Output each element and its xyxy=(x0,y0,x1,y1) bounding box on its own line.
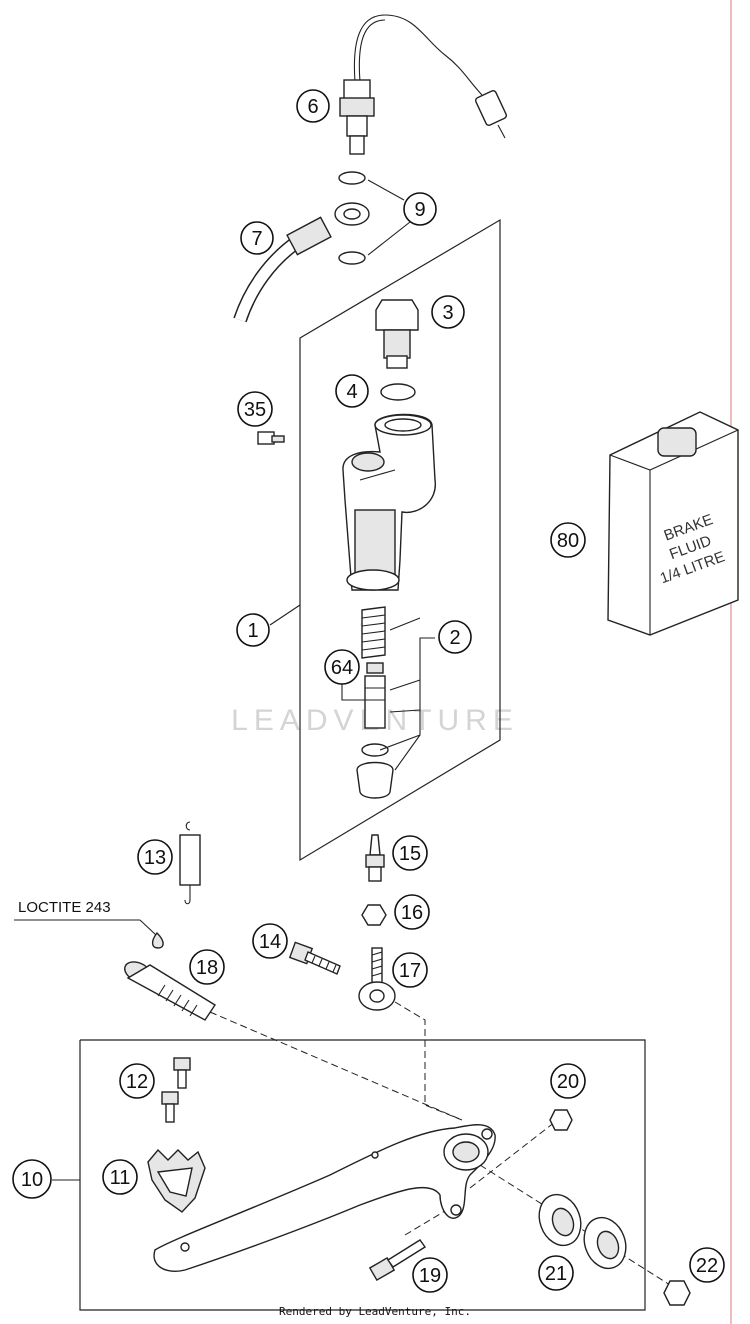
group-frame-master-cylinder xyxy=(299,218,501,862)
assembly-line-pivot xyxy=(209,1011,463,1121)
group-frame-brake-lever xyxy=(79,1039,646,1311)
cap-screw xyxy=(375,299,419,369)
adjuster-bolt xyxy=(288,941,341,975)
callout-3-text: 3 xyxy=(442,302,453,324)
axle-nut xyxy=(663,1280,691,1306)
piston-kit xyxy=(356,606,394,799)
leader-64 xyxy=(341,684,366,701)
callout-80-text: 80 xyxy=(557,530,579,552)
callout-15[interactable]: 15 xyxy=(392,835,428,871)
callout-19-text: 19 xyxy=(419,1265,441,1287)
brake-fluid-bottle: BRAKE FLUID 1/4 LITRE xyxy=(607,411,739,636)
lock-nut xyxy=(549,1109,573,1131)
callout-4-text: 4 xyxy=(346,381,357,403)
callout-14[interactable]: 14 xyxy=(252,923,288,959)
callout-10[interactable]: 10 xyxy=(12,1159,52,1199)
hex-nut xyxy=(361,904,387,926)
callout-20[interactable]: 20 xyxy=(550,1063,586,1099)
callout-21[interactable]: 21 xyxy=(538,1255,574,1291)
callout-12[interactable]: 12 xyxy=(119,1063,155,1099)
push-rod xyxy=(365,834,385,882)
footer-credit: Rendered by LeadVenture, Inc. xyxy=(279,1305,471,1318)
small-bolt xyxy=(257,431,285,445)
o-ring xyxy=(380,383,416,401)
callout-12-text: 12 xyxy=(126,1071,148,1093)
callout-19[interactable]: 19 xyxy=(412,1257,448,1293)
callout-2-text: 2 xyxy=(449,627,460,649)
washer-upper xyxy=(338,171,366,185)
rod-end xyxy=(358,947,396,1011)
callout-3[interactable]: 3 xyxy=(431,295,465,329)
callout-11-text: 11 xyxy=(110,1167,131,1189)
brake-hose xyxy=(233,202,370,323)
loctite-leader xyxy=(139,919,157,936)
brake-step xyxy=(147,1148,206,1213)
callout-1[interactable]: 1 xyxy=(236,613,270,647)
bearings xyxy=(538,1193,627,1270)
callout-11[interactable]: 11 xyxy=(102,1159,138,1195)
brake-lever xyxy=(153,1124,496,1272)
assembly-line-nut xyxy=(469,1121,556,1189)
callout-18-text: 18 xyxy=(196,957,218,979)
callout-21-text: 21 xyxy=(545,1263,567,1285)
callout-15-text: 15 xyxy=(399,843,421,865)
leader-9b xyxy=(367,221,411,256)
callout-10-text: 10 xyxy=(21,1169,43,1191)
callout-16[interactable]: 16 xyxy=(394,894,430,930)
callout-6-text: 6 xyxy=(307,96,318,118)
callout-16-text: 16 xyxy=(401,902,423,924)
lower-bolt xyxy=(368,1239,427,1282)
callout-64-text: 64 xyxy=(331,657,353,679)
leader-1 xyxy=(269,604,301,626)
step-bolts xyxy=(161,1057,191,1123)
leader-2 xyxy=(379,617,435,771)
callout-9-text: 9 xyxy=(414,199,425,221)
return-spring xyxy=(179,821,201,905)
callout-13[interactable]: 13 xyxy=(137,839,173,875)
callout-64[interactable]: 64 xyxy=(324,649,360,685)
callout-4[interactable]: 4 xyxy=(335,374,369,408)
callout-9[interactable]: 9 xyxy=(403,192,437,226)
callout-1-text: 1 xyxy=(247,620,258,642)
callout-20-text: 20 xyxy=(557,1071,579,1093)
callout-22-text: 22 xyxy=(696,1255,718,1277)
brake-light-switch xyxy=(339,14,508,155)
assembly-line-rod xyxy=(394,1001,463,1121)
callout-2[interactable]: 2 xyxy=(438,620,472,654)
master-cylinder-body xyxy=(342,413,436,591)
callout-17[interactable]: 17 xyxy=(392,952,428,988)
callout-80[interactable]: 80 xyxy=(550,522,586,558)
loctite-drop-icon xyxy=(151,931,164,949)
callout-13-text: 13 xyxy=(144,847,166,869)
pivot-bolt xyxy=(124,961,216,1021)
washer-lower xyxy=(338,251,366,265)
callout-18[interactable]: 18 xyxy=(189,949,225,985)
callout-17-text: 17 xyxy=(399,960,421,982)
callout-7-text: 7 xyxy=(251,228,262,250)
loctite-note: LOCTITE 243 xyxy=(18,899,111,916)
leader-9a xyxy=(367,179,405,201)
callout-35-text: 35 xyxy=(244,399,266,421)
callout-7[interactable]: 7 xyxy=(240,221,274,255)
callout-6[interactable]: 6 xyxy=(296,89,330,123)
callout-22[interactable]: 22 xyxy=(689,1247,725,1283)
callout-35[interactable]: 35 xyxy=(237,391,273,427)
callout-14-text: 14 xyxy=(259,931,281,953)
